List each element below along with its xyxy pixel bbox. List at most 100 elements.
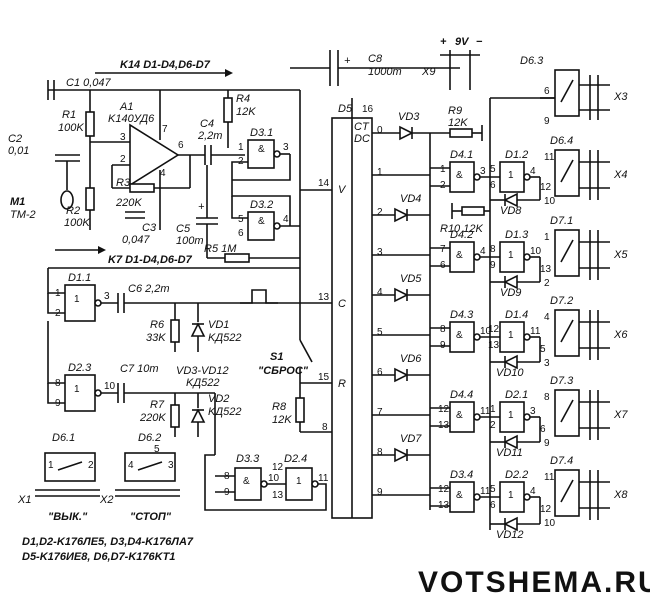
pulse-icon [240,289,278,304]
connector-x7[interactable]: X7 [579,390,628,440]
gate-d2-3: 1 D2.3 8 9 10 [47,321,118,412]
a1-value: K140УД6 [108,113,155,125]
diode-vd8: VD8 [490,192,540,217]
svg-text:5: 5 [238,214,244,225]
d43-label: D4.3 [450,309,474,321]
connector-x4[interactable]: X4 [579,150,627,200]
capacitor-c6: C6 2,2m [117,283,262,313]
c3-label: C3 [142,222,157,234]
vd1-label: VD1 [208,319,229,331]
connector-x1[interactable]: X1 "ВЫК." [17,489,100,523]
svg-text:+: + [198,201,205,213]
pin-c-label: C [338,298,346,310]
svg-text:1: 1 [48,460,54,471]
resistor-r5: R5 1M [204,243,300,263]
r9-label: R9 [448,105,462,117]
d22-label: D2.2 [505,469,528,481]
switch-d6-2: D6.2 4 5 3 [124,432,176,482]
connector-x3[interactable]: X3 [579,75,628,120]
resistor-r1: R1 100K [58,90,95,230]
vd6-label: VD6 [400,353,422,365]
m1-label: M1 [10,196,25,208]
power-connector-x9[interactable]: + 9V − X9 [421,36,483,90]
x6-label: X6 [613,329,628,341]
svg-text:6: 6 [490,500,496,511]
diode-vd7: VD7 [394,433,430,463]
svg-text:11: 11 [480,486,491,497]
c2-value: 0,01 [8,145,29,157]
x9-label: X9 [421,66,435,78]
svg-text:4: 4 [544,312,550,323]
r3-label: R3 [116,177,131,189]
svg-text:5: 5 [540,344,546,355]
svg-text:6: 6 [238,228,244,239]
svg-text:3: 3 [168,460,174,471]
r7-label: R7 [150,399,165,411]
latch-d3: & & D3.1 D3.2 1 2 3 5 6 4 [231,127,300,241]
svg-text:6: 6 [178,140,184,151]
svg-text:10: 10 [268,473,280,484]
svg-text:+: + [344,55,351,67]
connector-x5[interactable]: X5 [579,230,628,280]
resistor-r4: R4 12K [223,90,256,148]
d64-label: D6.4 [550,135,573,147]
note-line-1: D1,D2-K176ЛЕ5, D3,D4-K176ЛА7 [22,536,194,548]
svg-text:10: 10 [104,381,116,392]
d21-label: D2.1 [505,389,528,401]
svg-text:10: 10 [480,326,492,337]
svg-text:1: 1 [490,404,496,415]
vyk-label: "ВЫК." [48,511,88,523]
diode-vd5: VD5 [394,273,430,303]
svg-text:8: 8 [440,324,446,335]
gate-d1-3: 1 D1.3 8 9 10 [490,229,542,273]
d11-label: D1.1 [68,272,91,284]
connector-x8[interactable]: X8 [579,470,628,520]
svg-text:10: 10 [544,518,556,529]
vd1-value: KД522 [208,332,241,344]
x2-label: X2 [99,494,113,506]
d24-label: D2.4 [284,453,307,465]
gate-d2-2: 1 D2.2 5 6 4 [490,469,540,513]
svg-text:11: 11 [544,152,555,163]
svg-text:4: 4 [128,460,134,471]
gate-d4-4: & D4.4 12 13 11 [430,389,500,433]
svg-text:8: 8 [544,392,550,403]
switch-d6-3: D6.3 6 9 [520,55,580,127]
diode-vd3: VD3 [372,111,450,141]
out-2: 2 [377,207,383,218]
d63-label: D6.3 [520,55,544,67]
svg-text:13: 13 [272,490,284,501]
svg-text:1: 1 [508,170,514,181]
svg-text:6: 6 [490,180,496,191]
vd11-label: VD11 [496,447,523,459]
switch-d6-1: D6.1 1 2 [44,432,96,482]
r4-label: R4 [236,93,250,105]
svg-text:3: 3 [283,142,289,153]
connector-x2[interactable]: X2 "СТОП" [99,489,180,523]
d33-label: D3.3 [236,453,260,465]
svg-text:&: & [243,476,250,487]
svg-text:13: 13 [488,340,500,351]
d14-label: D1.4 [505,309,528,321]
minus-sign: − [476,36,483,48]
r4-value: 12K [236,106,256,118]
x4-label: X4 [613,169,627,181]
vd2-value: KД522 [208,406,241,418]
gate-d4-2: & D4.2 7 6 4 [430,229,500,273]
diode-vd1: VD1 KД522 [190,303,241,352]
x7-label: X7 [613,409,628,421]
vd2-label: VD2 [208,393,229,405]
svg-text:16: 16 [362,104,374,115]
reset-switch-s1[interactable]: S1 "СБРОС" [258,290,313,398]
svg-text:9: 9 [490,260,496,271]
stop-label: "СТОП" [130,511,172,523]
r1-value: 100K [58,122,84,134]
c8-label: C8 [368,53,383,65]
vd4-label: VD4 [400,193,421,205]
plus-sign: + [440,36,447,48]
connector-x6[interactable]: X6 [579,310,628,360]
out-7: 7 [377,407,383,418]
resistor-r10: R10 12K [440,203,490,235]
svg-text:14: 14 [318,178,330,189]
svg-text:4: 4 [530,486,536,497]
